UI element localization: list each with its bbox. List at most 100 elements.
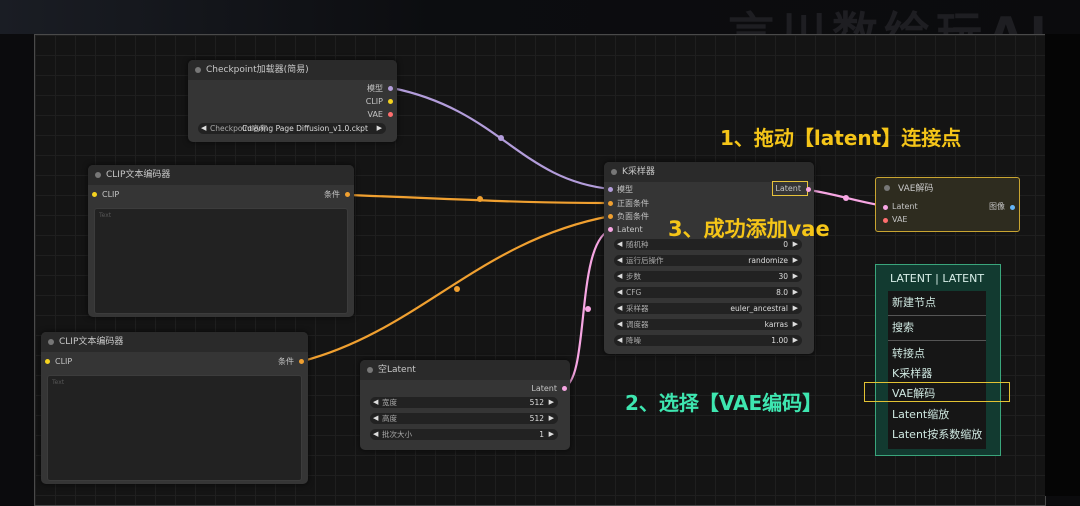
next-arrow-icon[interactable]: ▶ <box>792 288 798 296</box>
prev-arrow-icon[interactable]: ◀ <box>617 304 623 312</box>
next-arrow-icon[interactable]: ▶ <box>792 304 798 312</box>
input-negative-socket[interactable] <box>608 214 613 219</box>
widget-label: 宽度 <box>382 398 397 407</box>
input-negative-label: 负面条件 <box>617 212 649 221</box>
steps-widget[interactable]: ◀ 步数 30 ▶ <box>614 271 802 282</box>
ckpt-name-widget[interactable]: ◀ Checkpoint名称 Coloring Page Diffusion_v… <box>198 123 386 134</box>
output-latent-label: Latent <box>531 384 557 393</box>
next-arrow-icon[interactable]: ▶ <box>792 272 798 280</box>
menu-item-latent-upscale[interactable]: Latent缩放 <box>892 408 950 421</box>
input-vae-socket[interactable] <box>883 218 888 223</box>
node-status-dot <box>884 185 890 191</box>
input-clip-socket[interactable] <box>45 359 50 364</box>
empty-latent-node[interactable]: 空Latent Latent ◀ 宽度 512 ▶ ◀ 高度 512 ▶ ◀ 批… <box>360 360 570 450</box>
prompt-textarea[interactable]: Text <box>94 208 348 314</box>
prev-arrow-icon[interactable]: ◀ <box>617 272 623 280</box>
widget-value: 30 <box>778 272 788 281</box>
widget-value: 512 <box>529 414 544 423</box>
input-latent-socket[interactable] <box>608 227 613 232</box>
node-title: Checkpoint加载器(简易) <box>188 60 397 80</box>
input-vae-label: VAE <box>892 215 908 224</box>
next-arrow-icon[interactable]: ▶ <box>548 430 554 438</box>
widget-value: Coloring Page Diffusion_v1.0.ckpt <box>242 124 368 133</box>
batch-size-widget[interactable]: ◀ 批次大小 1 ▶ <box>370 429 558 440</box>
output-image-socket[interactable] <box>1010 205 1015 210</box>
vae-decode-node[interactable]: VAE解码 Latent VAE 图像 <box>875 177 1020 232</box>
prompt-textarea[interactable]: Text <box>47 375 302 481</box>
widget-value: 1.00 <box>771 336 788 345</box>
output-vae-socket[interactable] <box>388 112 393 117</box>
input-clip-socket[interactable] <box>92 192 97 197</box>
scheduler-widget[interactable]: ◀ 调度器 karras ▶ <box>614 319 802 330</box>
textarea-placeholder: Text <box>99 212 112 219</box>
node-title: VAE解码 <box>898 184 934 194</box>
seed-widget[interactable]: ◀ 随机种 0 ▶ <box>614 239 802 250</box>
widget-label: 批次大小 <box>382 430 412 439</box>
control-after-generate-widget[interactable]: ◀ 运行后操作 randomize ▶ <box>614 255 802 266</box>
prev-arrow-icon[interactable]: ◀ <box>617 288 623 296</box>
widget-value: 8.0 <box>776 288 788 297</box>
widget-label: 高度 <box>382 414 397 423</box>
widget-value: 0 <box>783 240 788 249</box>
prev-arrow-icon[interactable]: ◀ <box>617 256 623 264</box>
menu-list[interactable]: 新建节点 搜索 转接点 K采样器 VAE解码 Latent缩放 Latent按系… <box>888 291 986 449</box>
context-menu[interactable]: LATENT | LATENT 新建节点 搜索 转接点 K采样器 VAE解码 L… <box>875 264 1001 456</box>
prev-arrow-icon[interactable]: ◀ <box>617 320 623 328</box>
menu-item-search[interactable]: 搜索 <box>892 321 914 334</box>
output-clip-socket[interactable] <box>388 99 393 104</box>
widget-value: 1 <box>539 430 544 439</box>
next-arrow-icon[interactable]: ▶ <box>792 240 798 248</box>
next-arrow-icon[interactable]: ▶ <box>792 336 798 344</box>
widget-label: 采样器 <box>626 304 649 313</box>
input-clip-label: CLIP <box>55 357 73 366</box>
ksampler-node[interactable]: K采样器 模型 正面条件 负面条件 Latent Latent ◀ 随机种 0 … <box>604 162 814 354</box>
widget-label: Checkpoint名称 <box>210 124 268 133</box>
output-vae-label: VAE <box>367 110 384 119</box>
sampler-widget[interactable]: ◀ 采样器 euler_ancestral ▶ <box>614 303 802 314</box>
next-arrow-icon[interactable]: ▶ <box>376 124 382 132</box>
annotation-step-3: 3、成功添加vae <box>668 217 830 241</box>
widget-label: 降噪 <box>626 336 641 345</box>
output-model-socket[interactable] <box>388 86 393 91</box>
input-latent-socket[interactable] <box>883 205 888 210</box>
node-title: K采样器 <box>604 162 814 182</box>
prev-arrow-icon[interactable]: ◀ <box>617 336 623 344</box>
prev-arrow-icon[interactable]: ◀ <box>617 240 623 248</box>
input-model-socket[interactable] <box>608 187 613 192</box>
input-latent-label: Latent <box>892 202 918 211</box>
menu-item-vae-decode[interactable]: VAE解码 <box>892 387 936 400</box>
clip-text-encoder-node-2[interactable]: CLIP文本编码器 CLIP 条件 Text <box>41 332 308 484</box>
height-widget[interactable]: ◀ 高度 512 ▶ <box>370 413 558 424</box>
menu-highlight-box <box>864 382 1010 402</box>
input-positive-socket[interactable] <box>608 201 613 206</box>
annotation-step-2: 2、选择【VAE编码】 <box>625 391 823 415</box>
prev-arrow-icon[interactable]: ◀ <box>373 398 379 406</box>
menu-item-latent-upscale-by[interactable]: Latent按系数缩放 <box>892 428 983 441</box>
next-arrow-icon[interactable]: ▶ <box>792 320 798 328</box>
widget-value: randomize <box>748 256 788 265</box>
next-arrow-icon[interactable]: ▶ <box>548 414 554 422</box>
width-widget[interactable]: ◀ 宽度 512 ▶ <box>370 397 558 408</box>
next-arrow-icon[interactable]: ▶ <box>792 256 798 264</box>
output-cond-socket[interactable] <box>299 359 304 364</box>
output-cond-socket[interactable] <box>345 192 350 197</box>
menu-divider <box>888 315 986 316</box>
cfg-widget[interactable]: ◀ CFG 8.0 ▶ <box>614 287 802 298</box>
menu-item-reroute[interactable]: 转接点 <box>892 347 925 360</box>
widget-label: 运行后操作 <box>626 256 664 265</box>
widget-label: 调度器 <box>626 320 649 329</box>
prev-arrow-icon[interactable]: ◀ <box>201 124 207 132</box>
widget-label: 步数 <box>626 272 641 281</box>
output-latent-socket[interactable] <box>806 187 811 192</box>
output-latent-socket[interactable] <box>562 386 567 391</box>
menu-item-ksampler[interactable]: K采样器 <box>892 367 933 380</box>
prev-arrow-icon[interactable]: ◀ <box>373 414 379 422</box>
menu-item-new-node[interactable]: 新建节点 <box>892 296 936 309</box>
clip-text-encoder-node-1[interactable]: CLIP文本编码器 CLIP 条件 Text <box>88 165 354 317</box>
checkpoint-loader-node[interactable]: Checkpoint加载器(简易) 模型 CLIP VAE ◀ Checkpoi… <box>188 60 397 142</box>
denoise-widget[interactable]: ◀ 降噪 1.00 ▶ <box>614 335 802 346</box>
next-arrow-icon[interactable]: ▶ <box>548 398 554 406</box>
prev-arrow-icon[interactable]: ◀ <box>373 430 379 438</box>
output-latent-label: Latent <box>775 184 801 193</box>
output-model-label: 模型 <box>367 84 383 93</box>
